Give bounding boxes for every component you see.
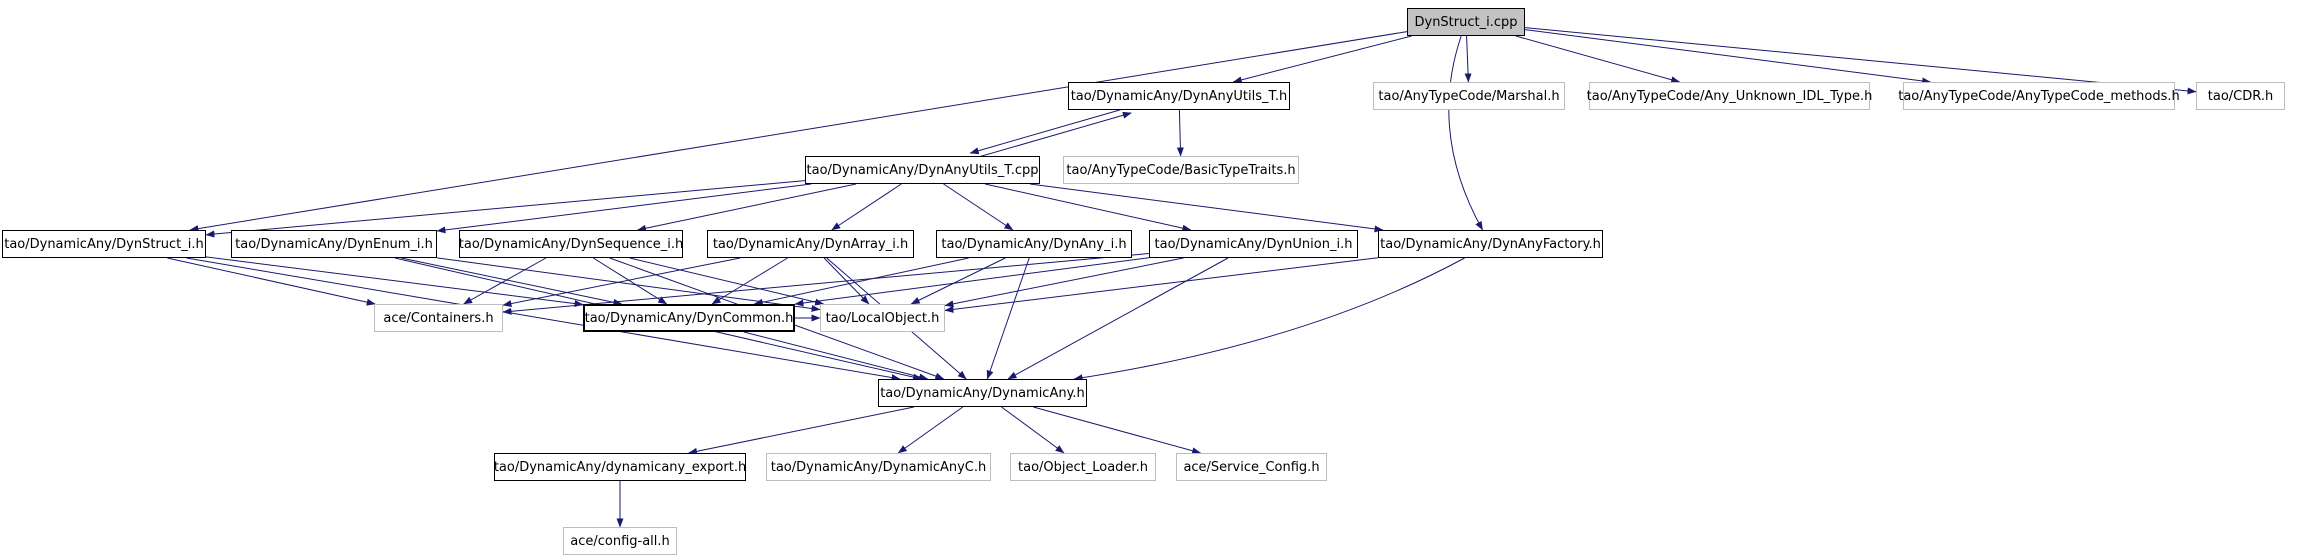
edge-n0-n2 (1464, 35, 1472, 83)
node-tao-anytypecode-basictypetraits-h[interactable]: tao/AnyTypeCode/BasicTypeTraits.h (1063, 156, 1299, 184)
node-tao-dynamicany-dynanyutils-t-h[interactable]: tao/DynamicAny/DynAnyUtils_T.h (1068, 82, 1290, 110)
edge-n1-n7 (1176, 109, 1184, 157)
edge-n11-n15 (502, 257, 741, 307)
node-label: ace/config-all.h (570, 533, 670, 549)
node-tao-dynamicany-dynunion-i-h[interactable]: tao/DynamicAny/DynUnion_i.h (1149, 230, 1358, 258)
edge-n14-n17 (944, 257, 1379, 313)
node-tao-dynamicany-dynamicanyc-h[interactable]: tao/DynamicAny/DynamicAnyC.h (766, 453, 991, 481)
node-dynstruct-i-cpp[interactable]: DynStruct_i.cpp (1407, 8, 1525, 36)
node-label: tao/DynamicAny/DynAnyUtils_T.h (1070, 88, 1288, 104)
node-ace-service-config-h[interactable]: ace/Service_Config.h (1176, 453, 1327, 481)
node-tao-dynamicany-dynarray-i-h[interactable]: tao/DynamicAny/DynArray_i.h (707, 230, 914, 258)
node-tao-anytypecode-any-unknown-idl-type-h[interactable]: tao/AnyTypeCode/Any_Unknown_IDL_Type.h (1586, 82, 1873, 110)
node-tao-object-loader-h[interactable]: tao/Object_Loader.h (1010, 453, 1156, 481)
node-label: tao/AnyTypeCode/Any_Unknown_IDL_Type.h (1586, 88, 1873, 104)
node-label: tao/DynamicAny/DynSequence_i.h (458, 236, 684, 252)
node-label: tao/DynamicAny/DynStruct_i.h (4, 236, 204, 252)
edge-n0-n8 (189, 31, 1408, 233)
node-label: tao/DynamicAny/DynUnion_i.h (1154, 236, 1353, 252)
edge-n18-n20 (897, 406, 964, 454)
node-tao-anytypecode-anytypecode-methods-h[interactable]: tao/AnyTypeCode/AnyTypeCode_methods.h (1898, 82, 2180, 110)
node-label: tao/LocalObject.h (825, 310, 940, 326)
edge-n18-n21 (1001, 406, 1065, 454)
node-tao-dynamicany-dynany-i-h[interactable]: tao/DynamicAny/DynAny_i.h (936, 230, 1132, 258)
node-tao-cdr-h[interactable]: tao/CDR.h (2196, 82, 2285, 110)
node-label: DynStruct_i.cpp (1414, 14, 1518, 30)
edge-n6-n9 (436, 183, 812, 234)
node-label: tao/DynamicAny/DynEnum_i.h (235, 236, 433, 252)
node-label: tao/DynamicAny/DynAnyUtils_T.cpp (806, 162, 1039, 178)
edge-n10-n16 (593, 257, 668, 305)
edge-n11-n16 (711, 257, 788, 305)
edge-n8-n15 (167, 257, 376, 306)
edge-n18-n19 (688, 406, 915, 455)
node-label: tao/CDR.h (2207, 88, 2274, 104)
node-label: tao/DynamicAny/DynArray_i.h (712, 236, 909, 252)
edge-n13-n16 (794, 257, 1150, 307)
edge-n12-n17 (910, 257, 1006, 305)
edge-n6-n14 (1029, 183, 1384, 233)
edge-n0-n5 (1524, 27, 2197, 95)
edge-n9-n16 (401, 257, 623, 306)
edge-n0-n1 (1232, 35, 1412, 84)
node-label: tao/DynamicAny/DynamicAny.h (880, 385, 1085, 401)
edge-n16-n18 (743, 331, 929, 381)
node-tao-dynamicany-dyncommon-h[interactable]: tao/DynamicAny/DynCommon.h (583, 304, 795, 332)
edge-n0-n4 (1524, 29, 1932, 85)
node-label: tao/DynamicAny/DynamicAnyC.h (770, 459, 987, 475)
node-label: ace/Service_Config.h (1183, 459, 1320, 475)
edge-n6-n11 (831, 183, 902, 231)
node-tao-dynamicany-dynanyutils-t-cpp[interactable]: tao/DynamicAny/DynAnyUtils_T.cpp (805, 156, 1040, 184)
edge-n6-n8 (205, 180, 806, 238)
node-label: tao/DynamicAny/DynCommon.h (584, 310, 794, 326)
edge-n10-n15 (463, 257, 547, 305)
node-label: tao/AnyTypeCode/AnyTypeCode_methods.h (1898, 88, 2180, 104)
node-tao-dynamicany-dynamicany-export-h[interactable]: tao/DynamicAny/dynamicany_export.h (494, 453, 746, 481)
edge-n0-n14 (1448, 35, 1484, 231)
edge-n12-n18 (986, 257, 1030, 380)
edge-n6-n13 (984, 183, 1192, 232)
node-tao-dynamicany-dynsequence-i-h[interactable]: tao/DynamicAny/DynSequence_i.h (459, 230, 683, 258)
edge-n14-n18 (1073, 257, 1465, 382)
node-label: tao/DynamicAny/DynAny_i.h (941, 236, 1127, 252)
node-tao-anytypecode-marshal-h[interactable]: tao/AnyTypeCode/Marshal.h (1373, 82, 1565, 110)
node-label: tao/AnyTypeCode/Marshal.h (1378, 88, 1560, 104)
node-tao-dynamicany-dynanyfactory-h[interactable]: tao/DynamicAny/DynAnyFactory.h (1378, 230, 1603, 258)
edge-n6-n10 (637, 183, 857, 232)
node-tao-dynamicany-dynamicany-h[interactable]: tao/DynamicAny/DynamicAny.h (878, 379, 1087, 407)
edge-n18-n22 (1033, 406, 1202, 455)
edge-n8-n16 (205, 256, 584, 308)
edge-n6-n12 (943, 183, 1014, 231)
node-tao-localobject-h[interactable]: tao/LocalObject.h (820, 304, 945, 332)
node-tao-dynamicany-dynenum-i-h[interactable]: tao/DynamicAny/DynEnum_i.h (231, 230, 437, 258)
node-ace-containers-h[interactable]: ace/Containers.h (374, 304, 503, 332)
node-label: ace/Containers.h (383, 310, 494, 326)
edge-n1-n6 (969, 106, 1130, 155)
edge-n6-n1 (971, 111, 1132, 160)
edge-n13-n15 (502, 253, 1150, 315)
node-ace-config-all-h[interactable]: ace/config-all.h (563, 527, 677, 555)
edge-n13-n18 (1007, 257, 1229, 380)
edge-n12-n16 (753, 257, 969, 306)
node-label: tao/DynamicAny/DynAnyFactory.h (1380, 236, 1601, 252)
edge-n0-n3 (1515, 35, 1681, 84)
node-label: tao/Object_Loader.h (1018, 459, 1148, 475)
node-tao-dynamicany-dynstruct-i-h[interactable]: tao/DynamicAny/DynStruct_i.h (2, 230, 206, 258)
edge-n8-n18 (186, 257, 901, 382)
node-label: tao/DynamicAny/dynamicany_export.h (493, 459, 747, 475)
edge-n13-n17 (944, 257, 1184, 308)
node-label: tao/AnyTypeCode/BasicTypeTraits.h (1066, 162, 1296, 178)
